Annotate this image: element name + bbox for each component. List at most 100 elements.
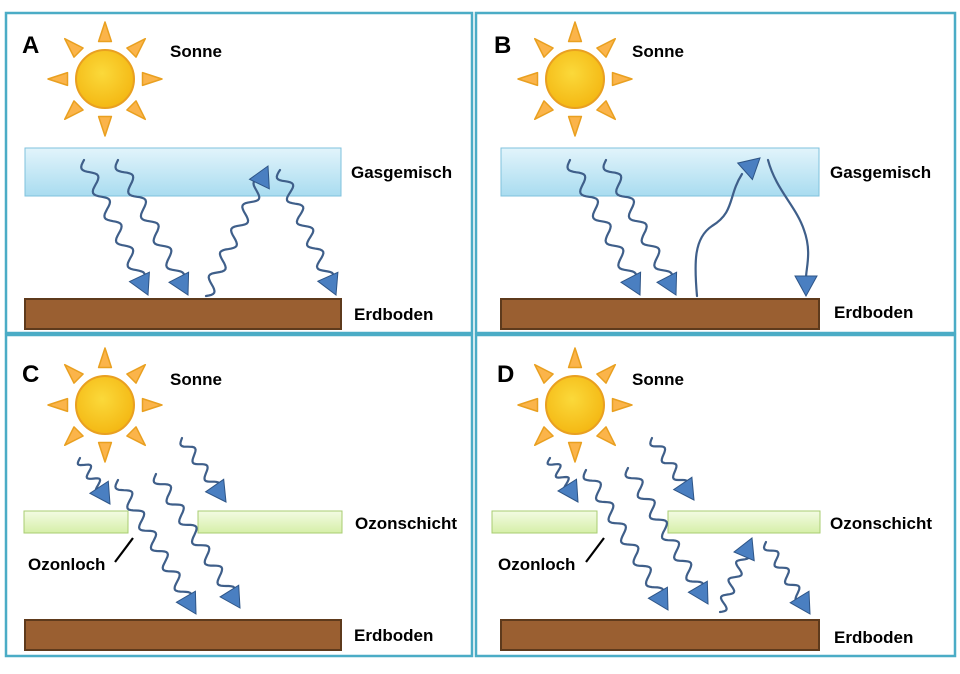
radiation-wave bbox=[179, 436, 221, 492]
radiation-wave bbox=[602, 158, 674, 284]
radiation-wave bbox=[694, 172, 744, 298]
panel-b-frame bbox=[474, 11, 957, 335]
sun-label: Sonne bbox=[632, 370, 684, 389]
arrow-head bbox=[168, 271, 190, 296]
radiation-wave bbox=[114, 478, 193, 603]
radiation-wave bbox=[766, 158, 810, 280]
sun-ray bbox=[611, 71, 633, 87]
ozone-hole-pointer bbox=[114, 537, 134, 563]
ground-label: Erdboden bbox=[834, 628, 913, 647]
arrow-head bbox=[656, 271, 678, 296]
panel-letter: A bbox=[22, 32, 39, 59]
ozone-hole-pointer bbox=[585, 537, 605, 563]
radiation-wave bbox=[718, 549, 751, 614]
radiation-wave bbox=[76, 456, 104, 494]
sun-ray bbox=[567, 441, 583, 463]
sun-label: Sonne bbox=[170, 42, 222, 61]
sun-disc bbox=[75, 375, 135, 435]
sun-ray bbox=[596, 37, 617, 58]
layer-label: Ozonschicht bbox=[355, 514, 457, 533]
arrow-head bbox=[204, 478, 227, 503]
panel-a-frame bbox=[4, 11, 474, 335]
ozone-hole-label: Ozonloch bbox=[28, 555, 105, 574]
sun-ray bbox=[47, 397, 69, 413]
ozone-layer-right bbox=[667, 510, 821, 534]
arrow-head bbox=[557, 478, 579, 503]
sun-ray bbox=[567, 115, 583, 137]
sun-disc bbox=[75, 49, 135, 109]
panel-letter: D bbox=[497, 361, 514, 388]
sun-ray bbox=[517, 397, 539, 413]
ground-bar bbox=[24, 619, 342, 651]
radiation-wave bbox=[582, 468, 665, 599]
arrow-head bbox=[620, 271, 642, 296]
radiation-wave bbox=[80, 158, 146, 284]
ground-bar bbox=[500, 298, 820, 330]
radiation-wave bbox=[762, 540, 804, 604]
sun-ray bbox=[97, 115, 113, 137]
radiation-wave bbox=[275, 168, 335, 284]
ground-label: Erdboden bbox=[354, 305, 433, 324]
sun-icon bbox=[517, 347, 633, 463]
sun-icon bbox=[47, 21, 163, 137]
ozone-layer-right bbox=[197, 510, 343, 534]
sun-ray bbox=[141, 397, 163, 413]
gas-layer bbox=[500, 147, 820, 197]
arrow-head bbox=[789, 590, 811, 615]
arrow-head bbox=[687, 580, 709, 605]
radiation-wave bbox=[566, 158, 638, 284]
arrow-head bbox=[736, 157, 761, 181]
panel-letter: C bbox=[22, 361, 39, 388]
arrow-head bbox=[316, 271, 339, 296]
ozone-hole-label: Ozonloch bbox=[498, 555, 575, 574]
sun-ray bbox=[126, 363, 147, 384]
ozone-layer-left bbox=[23, 510, 129, 534]
sun-ray bbox=[63, 426, 84, 447]
sun-ray bbox=[517, 71, 539, 87]
layer-label: Gasgemisch bbox=[830, 163, 931, 182]
arrow-head bbox=[128, 271, 150, 296]
sun-ray bbox=[126, 100, 147, 121]
sun-ray bbox=[611, 397, 633, 413]
radiation-wave bbox=[649, 436, 689, 490]
sun-label: Sonne bbox=[170, 370, 222, 389]
panel-c-frame bbox=[4, 333, 474, 658]
sun-ray bbox=[567, 21, 583, 43]
sun-ray bbox=[126, 37, 147, 58]
sun-ray bbox=[533, 426, 554, 447]
radiation-wave bbox=[204, 177, 264, 298]
sun-ray bbox=[141, 71, 163, 87]
sun-icon bbox=[47, 347, 163, 463]
ground-bar bbox=[24, 298, 342, 330]
sun-ray bbox=[567, 347, 583, 369]
sun-ray bbox=[596, 426, 617, 447]
radiation-wave bbox=[624, 466, 705, 593]
ground-label: Erdboden bbox=[354, 626, 433, 645]
sun-icon bbox=[517, 21, 633, 137]
radiation-wave bbox=[152, 472, 237, 598]
sun-disc bbox=[545, 49, 605, 109]
sun-ray bbox=[63, 37, 84, 58]
sun-ray bbox=[533, 37, 554, 58]
sun-disc bbox=[545, 375, 605, 435]
arrow-head bbox=[733, 537, 755, 562]
panel-d-frame bbox=[474, 333, 957, 658]
arrow-head bbox=[672, 476, 695, 501]
panel-letter: B bbox=[494, 32, 511, 59]
arrow-head bbox=[88, 480, 111, 505]
arrow-head bbox=[175, 590, 197, 615]
sun-ray bbox=[126, 426, 147, 447]
ground-label: Erdboden bbox=[834, 303, 913, 322]
sun-ray bbox=[596, 100, 617, 121]
sun-ray bbox=[97, 441, 113, 463]
radiation-wave bbox=[114, 158, 186, 284]
layer-label: Gasgemisch bbox=[351, 163, 452, 182]
sun-ray bbox=[533, 363, 554, 384]
arrow-head bbox=[794, 275, 818, 298]
layer-label: Ozonschicht bbox=[830, 514, 932, 533]
gas-layer bbox=[24, 147, 342, 197]
sun-ray bbox=[97, 347, 113, 369]
ground-bar bbox=[500, 619, 820, 651]
sun-ray bbox=[596, 363, 617, 384]
